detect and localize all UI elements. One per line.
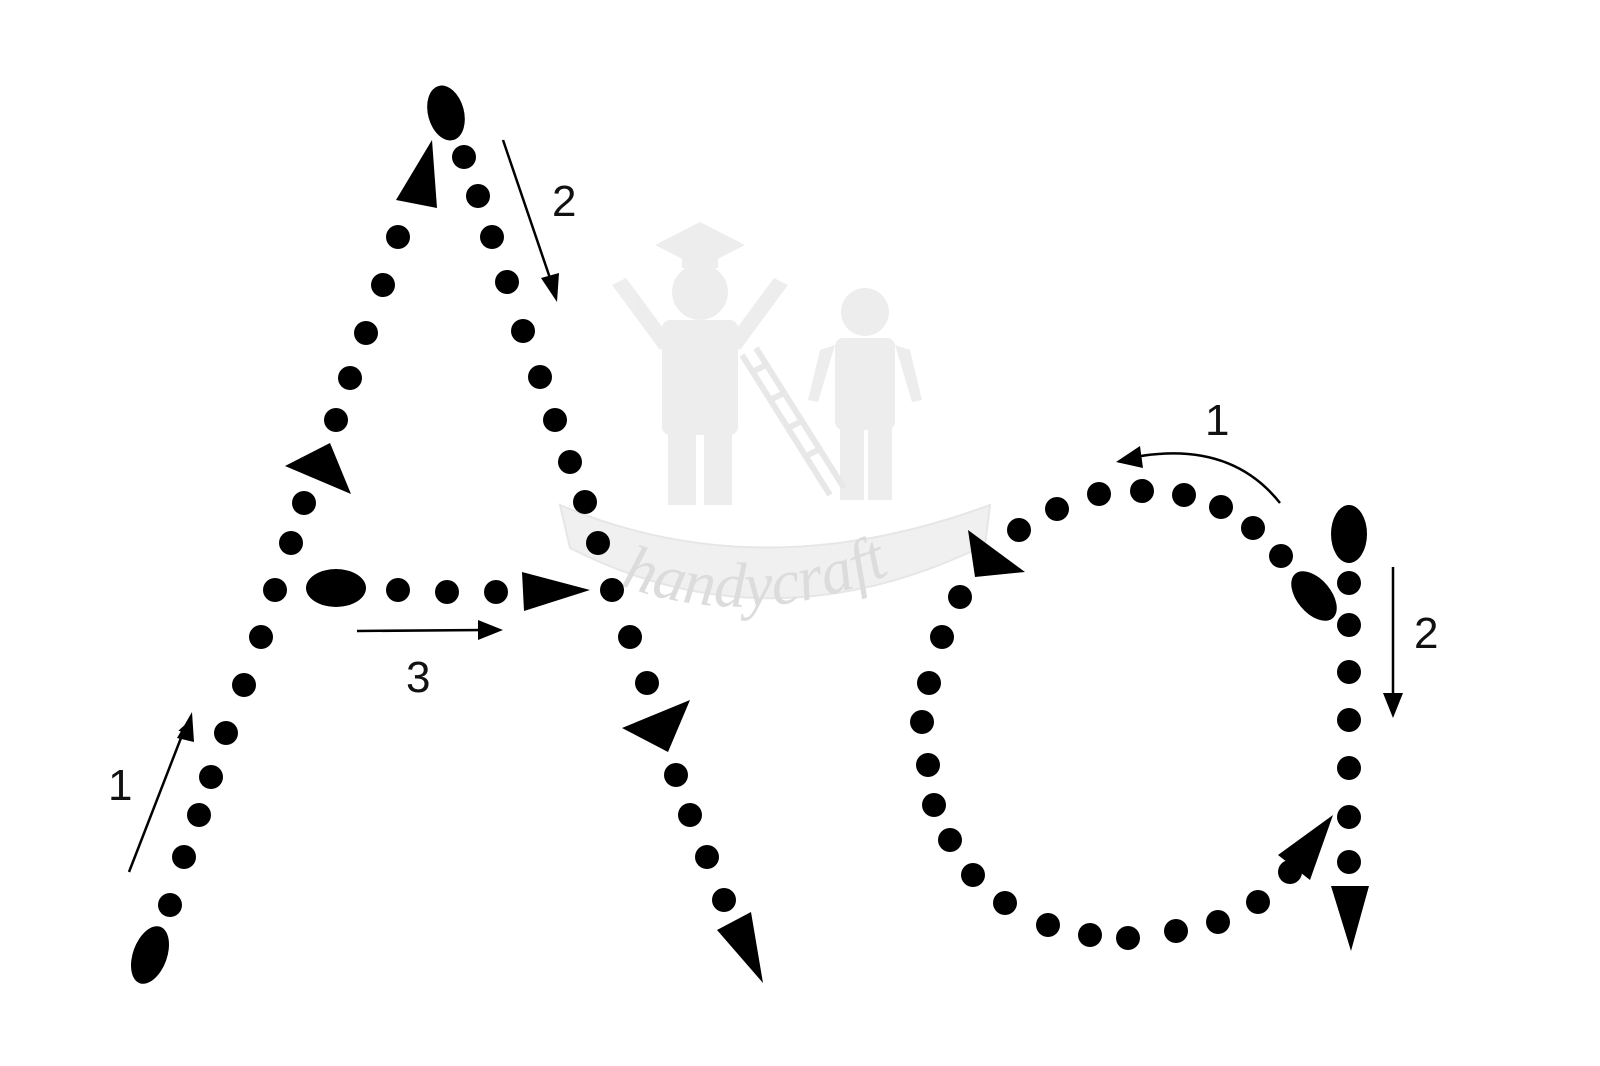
A-stroke-3-guide-arrow: [356, 628, 486, 633]
stroke-3-dots: [386, 578, 508, 604]
a-stroke-1-dots: [910, 479, 1302, 950]
stroke-1-start-dot: [131, 926, 169, 984]
A-stroke-2-guide-arrow: [501, 139, 554, 285]
A-stroke-1-label: 1: [108, 761, 132, 810]
a-stroke-1-start-dot: [1291, 571, 1337, 621]
a-stroke-2-dots: [1337, 571, 1361, 874]
A-stroke-1-guide-arrow-tip-icon: [177, 712, 194, 742]
a-stroke-2-arrowhead: [1331, 886, 1369, 951]
stroke-order-labels: 1 2 3 1 2: [108, 177, 1438, 810]
letter-A: [131, 85, 763, 984]
A-stroke-3-label: 3: [406, 653, 430, 702]
a-stroke-2-label: 2: [1414, 609, 1438, 658]
a-stroke-2-guide-arrow-tip-icon: [1383, 693, 1403, 718]
stroke-1-arrowhead-mid: [285, 443, 351, 494]
stroke-2-arrowhead-end: [717, 912, 763, 983]
a-stroke-1-guide-arrow: [1134, 452, 1281, 504]
ladder-icon: [739, 346, 847, 497]
stroke-2-start-dot: [427, 85, 465, 141]
stroke-1-arrowhead-top: [396, 140, 437, 208]
stroke-1-dots: [158, 225, 410, 917]
stroke-3-arrowhead: [522, 572, 590, 611]
a-stroke-2-start-dot: [1331, 505, 1367, 563]
A-stroke-2-guide-arrow-tip-icon: [541, 273, 559, 302]
a-stroke-1-arrowhead-top: [968, 530, 1025, 577]
graduate-figure-icon: [612, 222, 788, 505]
guide-arrows: [127, 139, 1403, 873]
a-stroke-1-label: 1: [1205, 396, 1229, 445]
a-stroke-1-guide-arrow-tip-icon: [1116, 446, 1143, 468]
letter-a: [910, 479, 1369, 951]
watermark-logo: handycraft: [558, 222, 992, 621]
stroke-2-dots: [452, 145, 736, 912]
A-stroke-3-guide-arrow-tip-icon: [478, 620, 503, 640]
a-stroke-1-arrowhead-bottom: [1278, 815, 1333, 880]
child-figure-icon: [808, 288, 922, 500]
A-stroke-2-label: 2: [552, 177, 576, 226]
A-stroke-1-guide-arrow: [127, 723, 188, 873]
stroke-2-arrowhead-mid: [622, 700, 690, 752]
stroke-3-start-dot: [306, 569, 366, 607]
